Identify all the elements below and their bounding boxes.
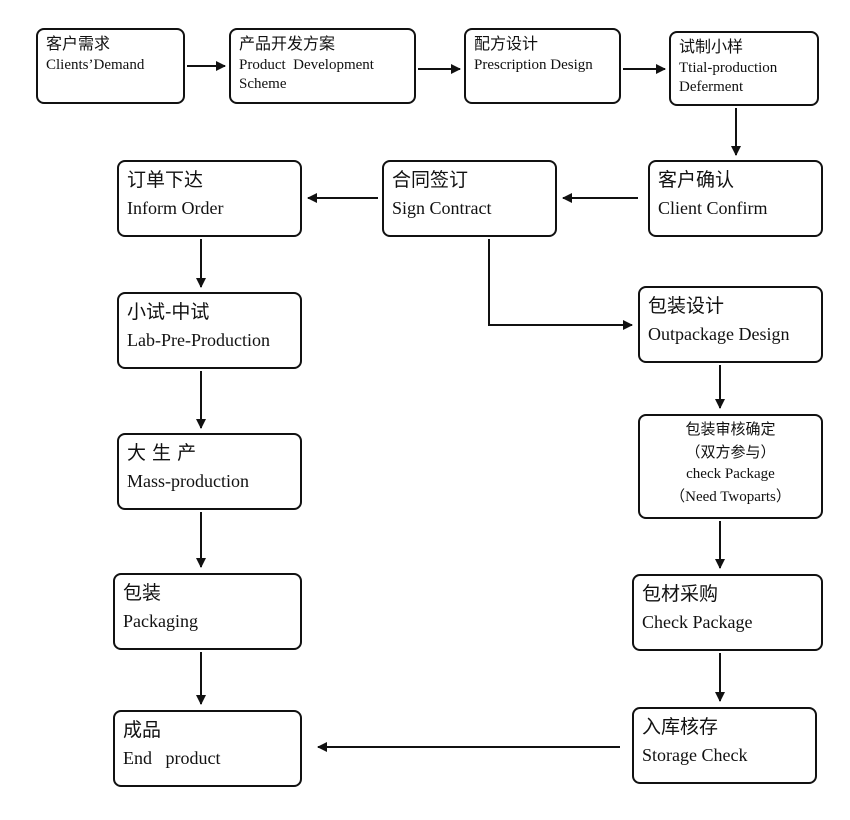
arrow-contract-to-outpackage — [488, 239, 633, 330]
node-client-confirm: 客户确认 Client Confirm — [648, 160, 823, 237]
node-zh-label: 试制小样 — [679, 37, 744, 56]
node-zh-label: 包装审核确定 （双方参与） — [685, 420, 776, 461]
node-zh-label: 大 生 产 — [127, 442, 197, 464]
node-package-check-confirm: 包装审核确定 （双方参与） check Package （Need Twopar… — [638, 414, 823, 519]
node-en-label: Storage Check — [642, 744, 748, 765]
node-package-purchase: 包材采购 Check Package — [632, 574, 823, 651]
node-zh-label: 合同签订 — [392, 169, 469, 191]
node-product-development: 产品开发方案 Product Development Scheme — [229, 28, 416, 104]
node-en-label: End product — [123, 747, 221, 768]
node-zh-label: 包装 — [123, 582, 162, 604]
node-zh-label: 包装设计 — [648, 295, 725, 317]
node-en-label: Ttial-production Deferment — [679, 60, 778, 95]
node-en-label: Sign Contract — [392, 197, 492, 218]
node-en-label: Packaging — [123, 610, 198, 631]
node-packaging: 包装 Packaging — [113, 573, 302, 650]
node-en-label: Lab-Pre-Production — [127, 329, 270, 350]
node-zh-label: 小试-中试 — [127, 301, 210, 323]
node-en-label: Mass-production — [127, 470, 249, 491]
node-en-label: Check Package — [642, 611, 753, 632]
node-en-label: Outpackage Design — [648, 323, 790, 344]
node-en-label: Client Confirm — [658, 197, 768, 218]
node-trial-production: 试制小样 Ttial-production Deferment — [669, 31, 819, 106]
node-en-label: Product Development Scheme — [239, 57, 374, 92]
node-zh-label: 客户确认 — [658, 169, 735, 191]
node-zh-label: 客户需求 — [46, 34, 111, 53]
node-mass-production: 大 生 产 Mass-production — [117, 433, 302, 510]
node-sign-contract: 合同签订 Sign Contract — [382, 160, 557, 237]
node-storage-check: 入库核存 Storage Check — [632, 707, 817, 784]
node-zh-label: 订单下达 — [127, 169, 204, 191]
node-zh-label: 包材采购 — [642, 583, 719, 605]
node-en-label: Inform Order — [127, 197, 224, 218]
node-clients-demand: 客户需求 Clients’Demand — [36, 28, 185, 104]
node-lab-pre-production: 小试-中试 Lab-Pre-Production — [117, 292, 302, 369]
node-zh-label: 入库核存 — [642, 716, 719, 738]
node-end-product: 成品 End product — [113, 710, 302, 787]
node-zh-label: 产品开发方案 — [239, 34, 336, 53]
node-en-label: check Package （Need Twoparts） — [670, 466, 791, 505]
node-zh-label: 成品 — [123, 719, 162, 741]
node-prescription-design: 配方设计 Prescription Design — [464, 28, 621, 104]
node-inform-order: 订单下达 Inform Order — [117, 160, 302, 237]
node-en-label: Prescription Design — [474, 57, 593, 73]
node-zh-label: 配方设计 — [474, 34, 539, 53]
node-en-label: Clients’Demand — [46, 57, 145, 73]
node-outpackage-design: 包装设计 Outpackage Design — [638, 286, 823, 363]
